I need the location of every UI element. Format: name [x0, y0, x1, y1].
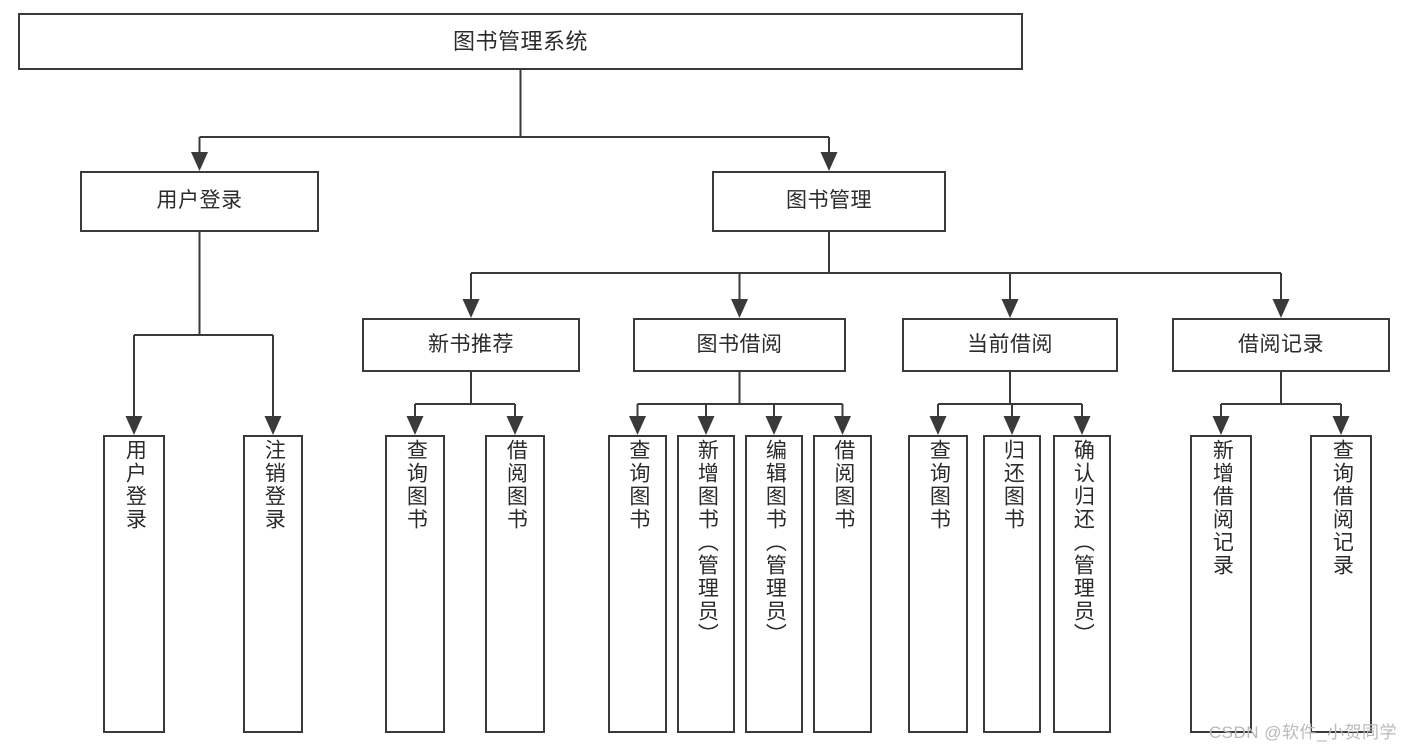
- node-leaf-rec-query: 查询图书: [385, 435, 445, 733]
- node-book-borrow: 图书借阅: [633, 318, 846, 372]
- arrow-head-icon: [125, 416, 143, 435]
- node-loan-record: 借阅记录: [1172, 318, 1390, 372]
- node-label: 当前借阅: [967, 332, 1053, 356]
- arrow-head-icon: [820, 152, 838, 171]
- node-label: 用户登录: [156, 189, 243, 213]
- node-label: 归还图书: [1001, 439, 1025, 531]
- arrow-head-icon: [629, 416, 646, 435]
- arrow-head-icon: [1212, 416, 1230, 435]
- node-label: 图书借阅: [696, 332, 783, 356]
- node-label: 查询图书: [927, 439, 951, 531]
- node-new-book-rec: 新书推荐: [362, 318, 580, 372]
- node-label: 图书管理系统: [452, 28, 588, 54]
- arrow-head-icon: [406, 416, 424, 435]
- node-label: 图书管理: [786, 189, 872, 213]
- arrow-head-icon: [1073, 416, 1091, 435]
- arrow-head-icon: [834, 416, 851, 435]
- arrow-head-icon: [697, 416, 715, 435]
- arrow-head-icon: [462, 299, 480, 318]
- node-leaf-logout: 注销登录: [243, 435, 303, 733]
- node-label: 确认归还（管理员）: [1071, 439, 1095, 646]
- node-root: 图书管理系统: [18, 13, 1023, 70]
- node-leaf-bb-add: 新增图书（管理员）: [677, 435, 735, 733]
- node-label: 编辑图书（管理员）: [763, 439, 787, 646]
- node-label: 新增借阅记录: [1210, 439, 1234, 577]
- node-label: 新书推荐: [428, 332, 514, 356]
- node-leaf-bb-borrow: 借阅图书: [813, 435, 872, 733]
- node-leaf-login: 用户登录: [103, 435, 165, 733]
- arrow-head-icon: [191, 152, 208, 171]
- arrow-head-icon: [264, 416, 282, 435]
- node-label: 借阅图书: [831, 439, 855, 531]
- arrow-head-icon: [765, 416, 783, 435]
- node-leaf-bb-edit: 编辑图书（管理员）: [745, 435, 803, 733]
- node-leaf-bb-query: 查询图书: [608, 435, 667, 733]
- node-label: 新增图书（管理员）: [695, 439, 719, 646]
- node-label: 查询图书: [626, 439, 650, 531]
- node-leaf-cl-confirm: 确认归还（管理员）: [1053, 435, 1111, 733]
- node-label: 借阅图书: [504, 439, 528, 531]
- arrow-head-icon: [1332, 416, 1350, 435]
- node-label: 查询图书: [404, 439, 428, 531]
- node-label: 查询借阅记录: [1330, 439, 1354, 577]
- node-label: 用户登录: [123, 439, 147, 531]
- node-leaf-cl-return: 归还图书: [983, 435, 1041, 733]
- node-user-login: 用户登录: [80, 171, 319, 232]
- arrow-head-icon: [506, 416, 524, 435]
- arrow-head-icon: [1003, 416, 1021, 435]
- node-label: 借阅记录: [1238, 332, 1324, 356]
- node-leaf-lr-add: 新增借阅记录: [1190, 435, 1252, 733]
- node-leaf-rec-borrow: 借阅图书: [485, 435, 545, 733]
- node-book-manage: 图书管理: [712, 171, 946, 232]
- arrow-head-icon: [1001, 299, 1019, 318]
- node-label: 注销登录: [262, 439, 286, 531]
- arrow-head-icon: [1272, 299, 1290, 318]
- node-current-loan: 当前借阅: [902, 318, 1118, 372]
- node-leaf-cl-query: 查询图书: [908, 435, 968, 733]
- arrow-head-icon: [929, 416, 947, 435]
- arrow-head-icon: [731, 299, 748, 318]
- node-leaf-lr-query: 查询借阅记录: [1310, 435, 1372, 733]
